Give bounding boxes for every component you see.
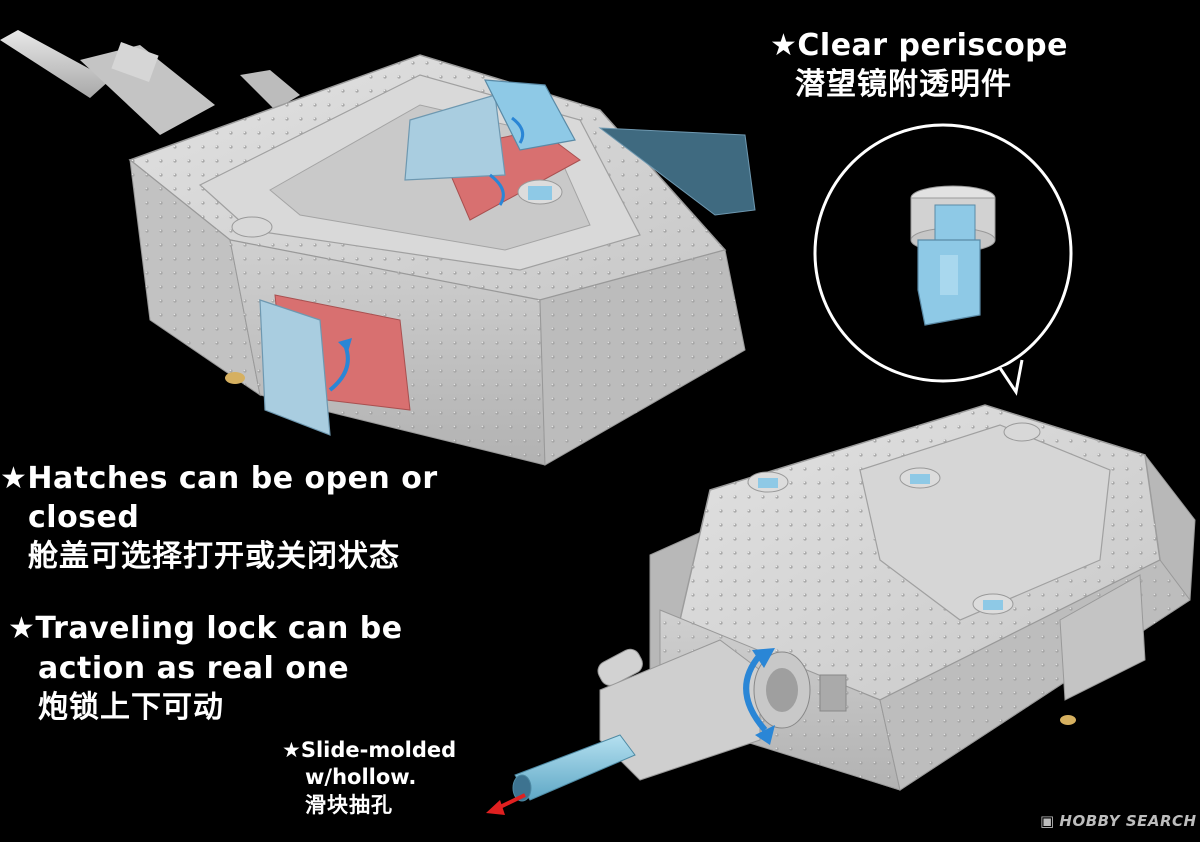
slide-molded-label-en-line1: ★Slide-molded (282, 738, 457, 762)
traveling-lock-label-cn: 炮锁上下可动 (38, 690, 224, 725)
hatches-label-en-line1: ★Hatches can be open or (0, 461, 438, 496)
slide-molded-label-en-line2: w/hollow. (305, 765, 417, 789)
star-icon: ★ (8, 611, 36, 646)
turret-right (486, 404, 1196, 815)
periscope-label-en: ★Clear periscope (770, 28, 1069, 63)
periscope-label-cn: 潜望镜附透明件 (795, 67, 1012, 102)
hatches-label-cn: 舱盖可选择打开或关闭状态 (28, 539, 400, 574)
periscope-callout (813, 123, 1073, 396)
star-icon: ★ (0, 461, 28, 496)
hatches-label-en-line2: closed (28, 500, 140, 535)
hobby-search-logo-icon: ▣ (1040, 812, 1060, 830)
turret-left (0, 30, 756, 466)
star-icon: ★ (282, 738, 301, 762)
slide-molded-label-cn: 滑块抽孔 (305, 793, 393, 817)
hobby-search-watermark: ▣ HOBBY SEARCH (1040, 812, 1197, 830)
traveling-lock-label-en-line2: action as real one (38, 651, 350, 686)
star-icon: ★ (770, 28, 798, 63)
traveling-lock-label-en-line1: ★Traveling lock can be (8, 611, 403, 646)
